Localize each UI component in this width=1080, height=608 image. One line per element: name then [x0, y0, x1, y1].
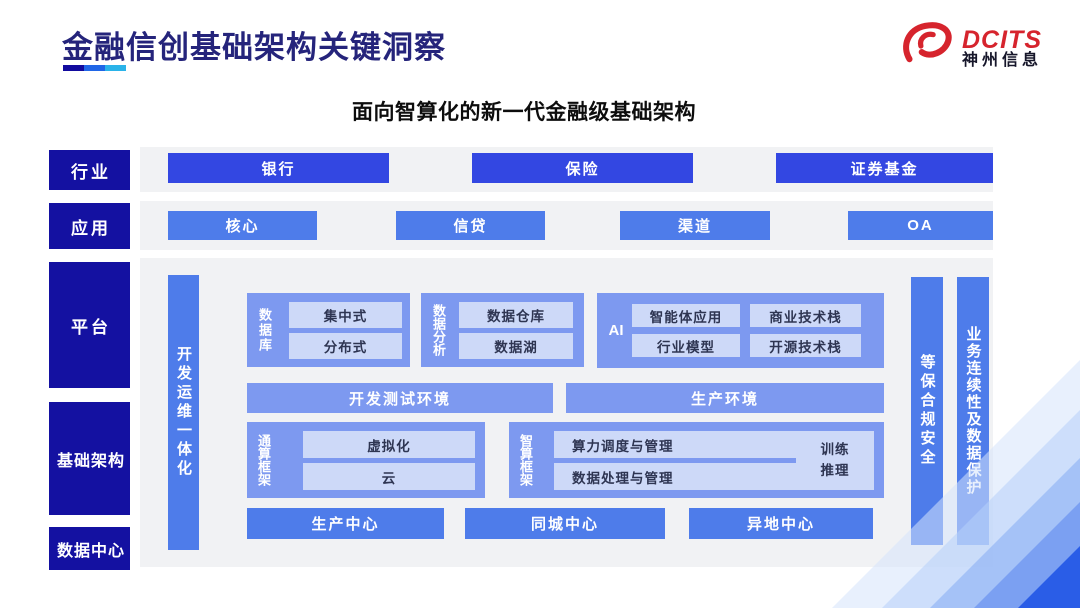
- ai-item-opensource-stack: 开源技术栈: [750, 334, 861, 357]
- ai-item-agent-apps: 智能体应用: [632, 304, 740, 327]
- title-underline: [63, 65, 126, 71]
- pillar-devops: 开发运维一体化: [168, 275, 199, 550]
- underline-segment-dark: [63, 65, 84, 71]
- group-analytics: 数据分析 数据仓库 数据湖: [421, 293, 584, 367]
- database-item-centralized: 集中式: [289, 302, 402, 328]
- general-item-cloud: 云: [303, 463, 475, 490]
- page-title: 金融信创基础架构关键洞察: [62, 30, 446, 65]
- pillar-security-compliance: 等保合规安全: [911, 277, 943, 545]
- database-item-distributed: 分布式: [289, 333, 402, 359]
- ai-item-industry-models: 行业模型: [632, 334, 740, 357]
- center-remote: 异地中心: [689, 508, 873, 539]
- group-general-computing-label: 通算框架: [256, 434, 271, 486]
- dcits-swirl-icon: [899, 17, 955, 80]
- diagram-title: 面向智算化的新一代金融级基础架构: [352, 101, 696, 124]
- layer-label-infrastructure: 基础架构: [49, 402, 130, 515]
- analytics-item-warehouse: 数据仓库: [459, 302, 573, 328]
- intelligent-item-data-processing: 数据处理与管理: [554, 463, 802, 490]
- ai-item-commercial-stack: 商业技术栈: [750, 304, 861, 327]
- group-database: 数据库 集中式 分布式: [247, 293, 410, 367]
- underline-segment-blue: [84, 65, 105, 71]
- pillar-business-continuity: 业务连续性及数据保护: [957, 277, 989, 545]
- group-ai: AI 智能体应用 商业技术栈 行业模型 开源技术栈: [597, 293, 884, 368]
- general-item-virtualization: 虚拟化: [303, 431, 475, 458]
- layer-label-datacenter: 数据中心: [49, 527, 130, 570]
- intelligent-item-training-inference: 训练 推理: [796, 431, 874, 490]
- application-item-oa: OA: [848, 211, 993, 240]
- layer-label-application: 应用: [49, 203, 130, 249]
- application-item-channel: 渠道: [620, 211, 770, 240]
- group-database-label: 数据库: [257, 307, 272, 353]
- layer-label-platform: 平台: [49, 262, 130, 388]
- analytics-item-lake: 数据湖: [459, 333, 573, 359]
- group-general-computing: 通算框架 虚拟化 云: [247, 422, 485, 498]
- center-same-city: 同城中心: [465, 508, 665, 539]
- application-item-credit: 信贷: [396, 211, 545, 240]
- underline-segment-cyan: [105, 65, 126, 71]
- industry-item-securities: 证券基金: [776, 153, 993, 183]
- industry-item-insurance: 保险: [472, 153, 693, 183]
- company-logo: DCITS 神州信息: [899, 17, 1042, 80]
- center-production: 生产中心: [247, 508, 444, 539]
- industry-item-bank: 银行: [168, 153, 389, 183]
- layer-label-industry: 行业: [49, 150, 130, 190]
- env-production: 生产环境: [566, 383, 884, 413]
- logo-company-text: 神州信息: [962, 52, 1043, 70]
- env-dev-test: 开发测试环境: [247, 383, 553, 413]
- group-ai-label: AI: [608, 322, 624, 339]
- group-intelligent-computing-label: 智算框架: [518, 434, 533, 486]
- intelligent-item-compute-scheduling: 算力调度与管理: [554, 431, 802, 458]
- group-intelligent-computing: 智算框架 算力调度与管理 数据处理与管理 训练 推理: [509, 422, 884, 498]
- group-analytics-label: 数据分析: [431, 304, 446, 356]
- corner-decoration-band-5: [1018, 546, 1080, 608]
- logo-brand-text: DCITS: [962, 25, 1042, 54]
- application-item-core: 核心: [168, 211, 317, 240]
